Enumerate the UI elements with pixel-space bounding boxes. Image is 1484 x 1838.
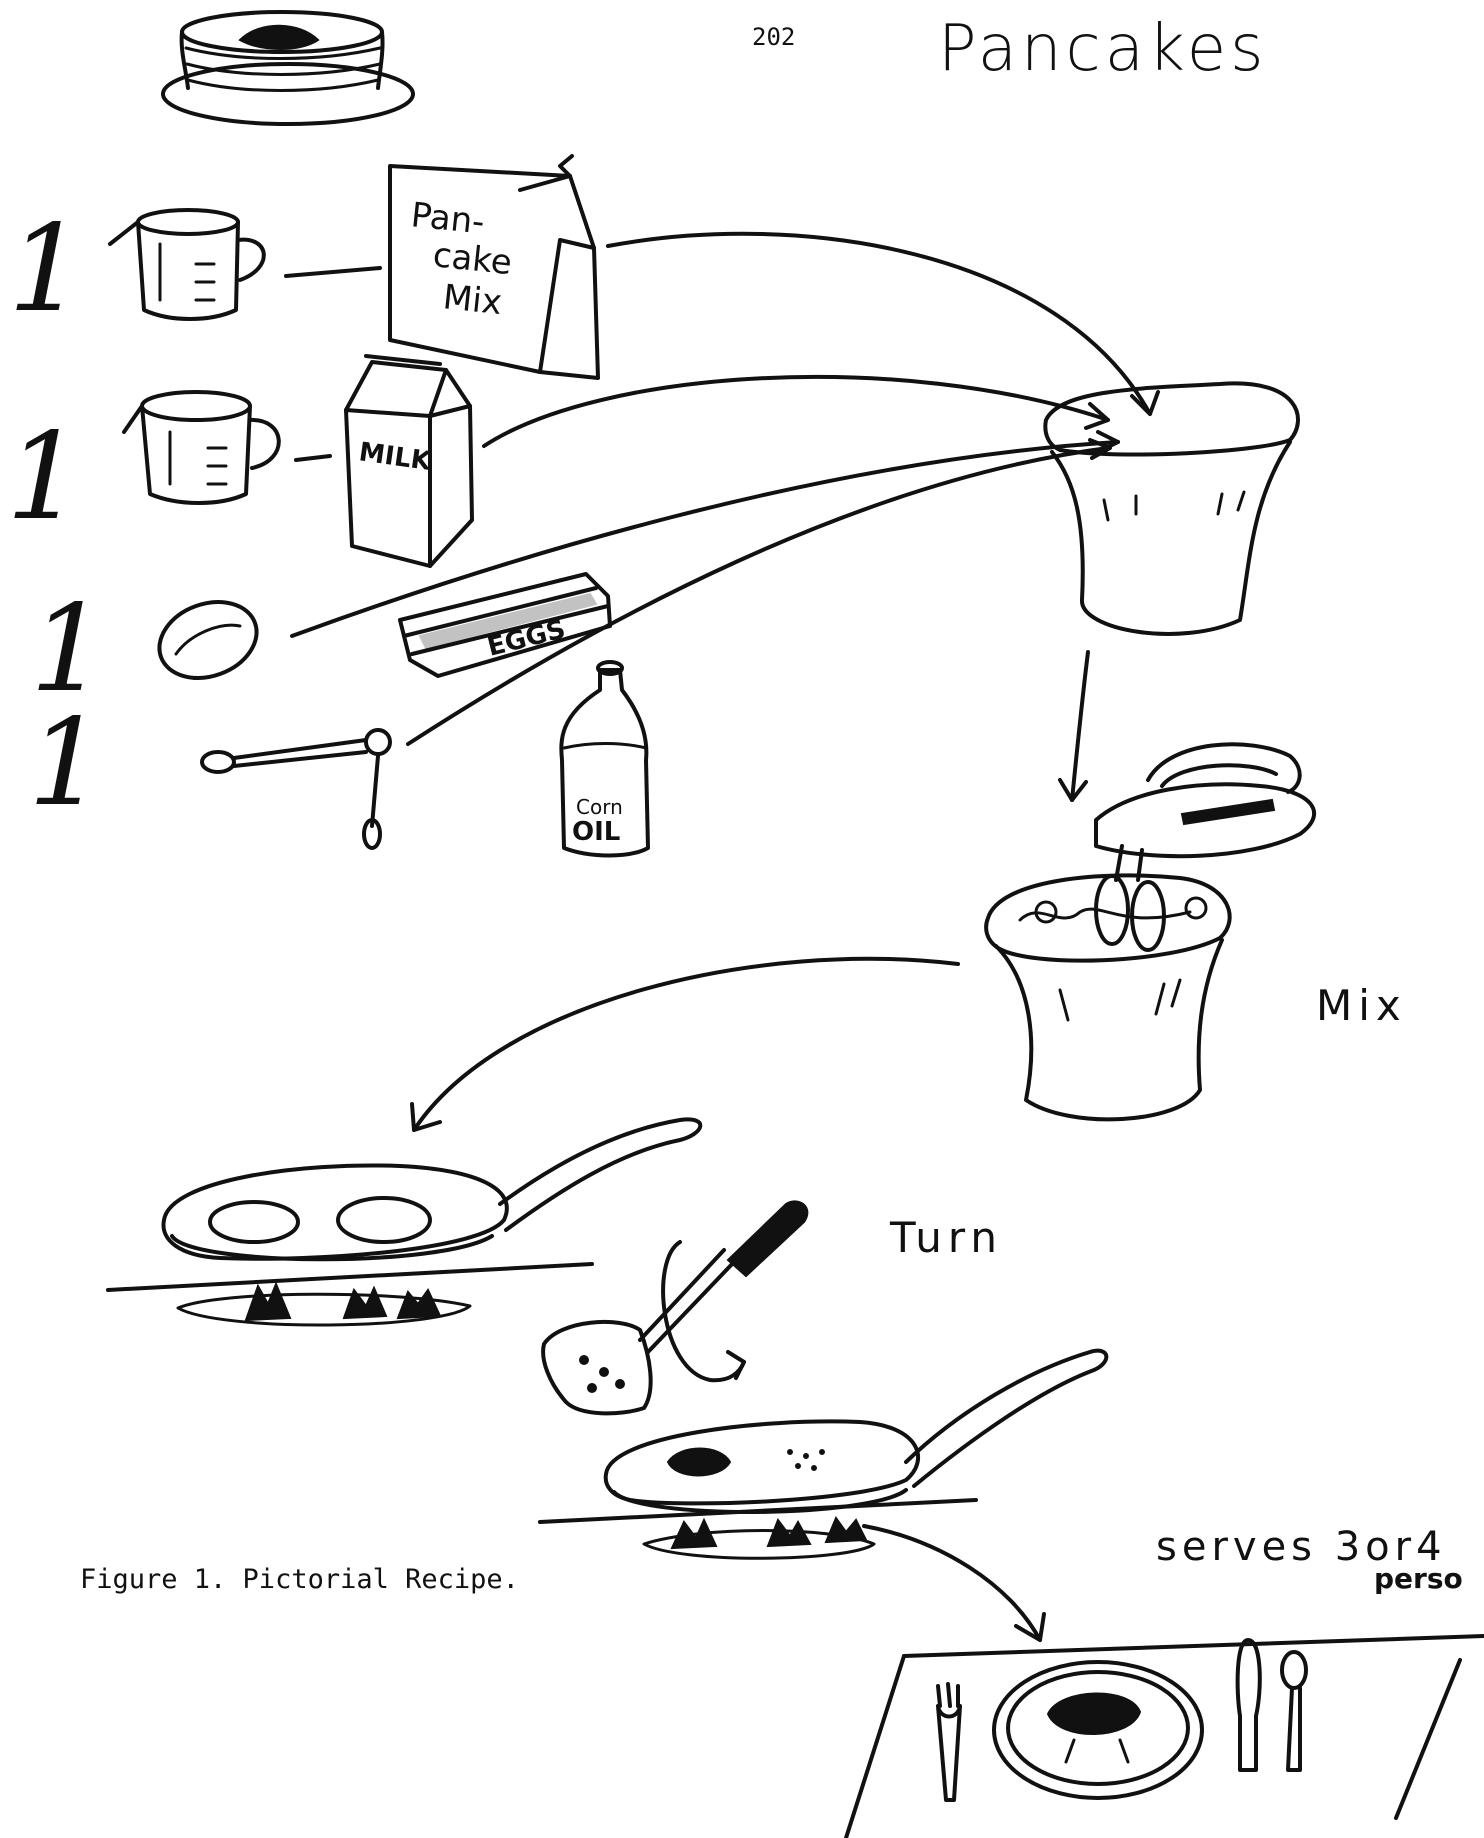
flow-arrow-to-plate: [864, 1526, 1044, 1640]
milk-label: MILK: [357, 437, 434, 477]
flow-arrow-to-mixer: [1060, 652, 1088, 800]
mixing-bowl-icon: [1045, 383, 1298, 634]
pancake-mix-box-icon: Pan- cake Mix: [390, 156, 598, 378]
stove-flame-icon: [178, 1284, 470, 1325]
oil-label-line1: Corn: [576, 795, 623, 819]
oil-label-line2: OIL: [572, 817, 620, 847]
quantity-cup-milk: 1: [6, 408, 82, 547]
connector-line: [296, 456, 330, 460]
serves-persons-label: perso: [1374, 1562, 1463, 1595]
frying-pan-icon: [540, 1351, 1106, 1522]
page-number: 202: [752, 23, 795, 51]
frying-pan-icon: [108, 1119, 700, 1290]
pancake-stack-icon: [163, 12, 413, 124]
mixing-bowl-batter-icon: [986, 875, 1230, 1119]
electric-mixer-icon: [1096, 744, 1314, 950]
stove-flame-icon: [644, 1518, 874, 1558]
figure-caption: Figure 1. Pictorial Recipe.: [80, 1564, 519, 1595]
measuring-spoon-icon: [202, 730, 390, 848]
milk-carton-icon: MILK: [346, 356, 472, 566]
place-setting-icon: [846, 1636, 1484, 1838]
pancake-mix-label-line3: Mix: [441, 277, 504, 323]
quantity-spoon: 1: [28, 694, 104, 833]
page-title: Pancakes: [938, 12, 1267, 86]
oil-bottle-icon: Corn OIL: [561, 662, 648, 856]
measuring-cup-icon: [124, 392, 279, 503]
pancake-mix-label-line2: cake: [431, 235, 514, 283]
measuring-cup-icon: [110, 210, 264, 319]
quantity-cup-mix: 1: [8, 200, 84, 339]
connector-line: [286, 268, 380, 276]
step-turn-label: Turn: [889, 1213, 1003, 1262]
spatula-icon: [543, 1201, 807, 1413]
egg-icon: [149, 589, 268, 691]
step-mix-label: Mix: [1316, 981, 1407, 1030]
flow-arrow-to-pan: [412, 959, 958, 1130]
